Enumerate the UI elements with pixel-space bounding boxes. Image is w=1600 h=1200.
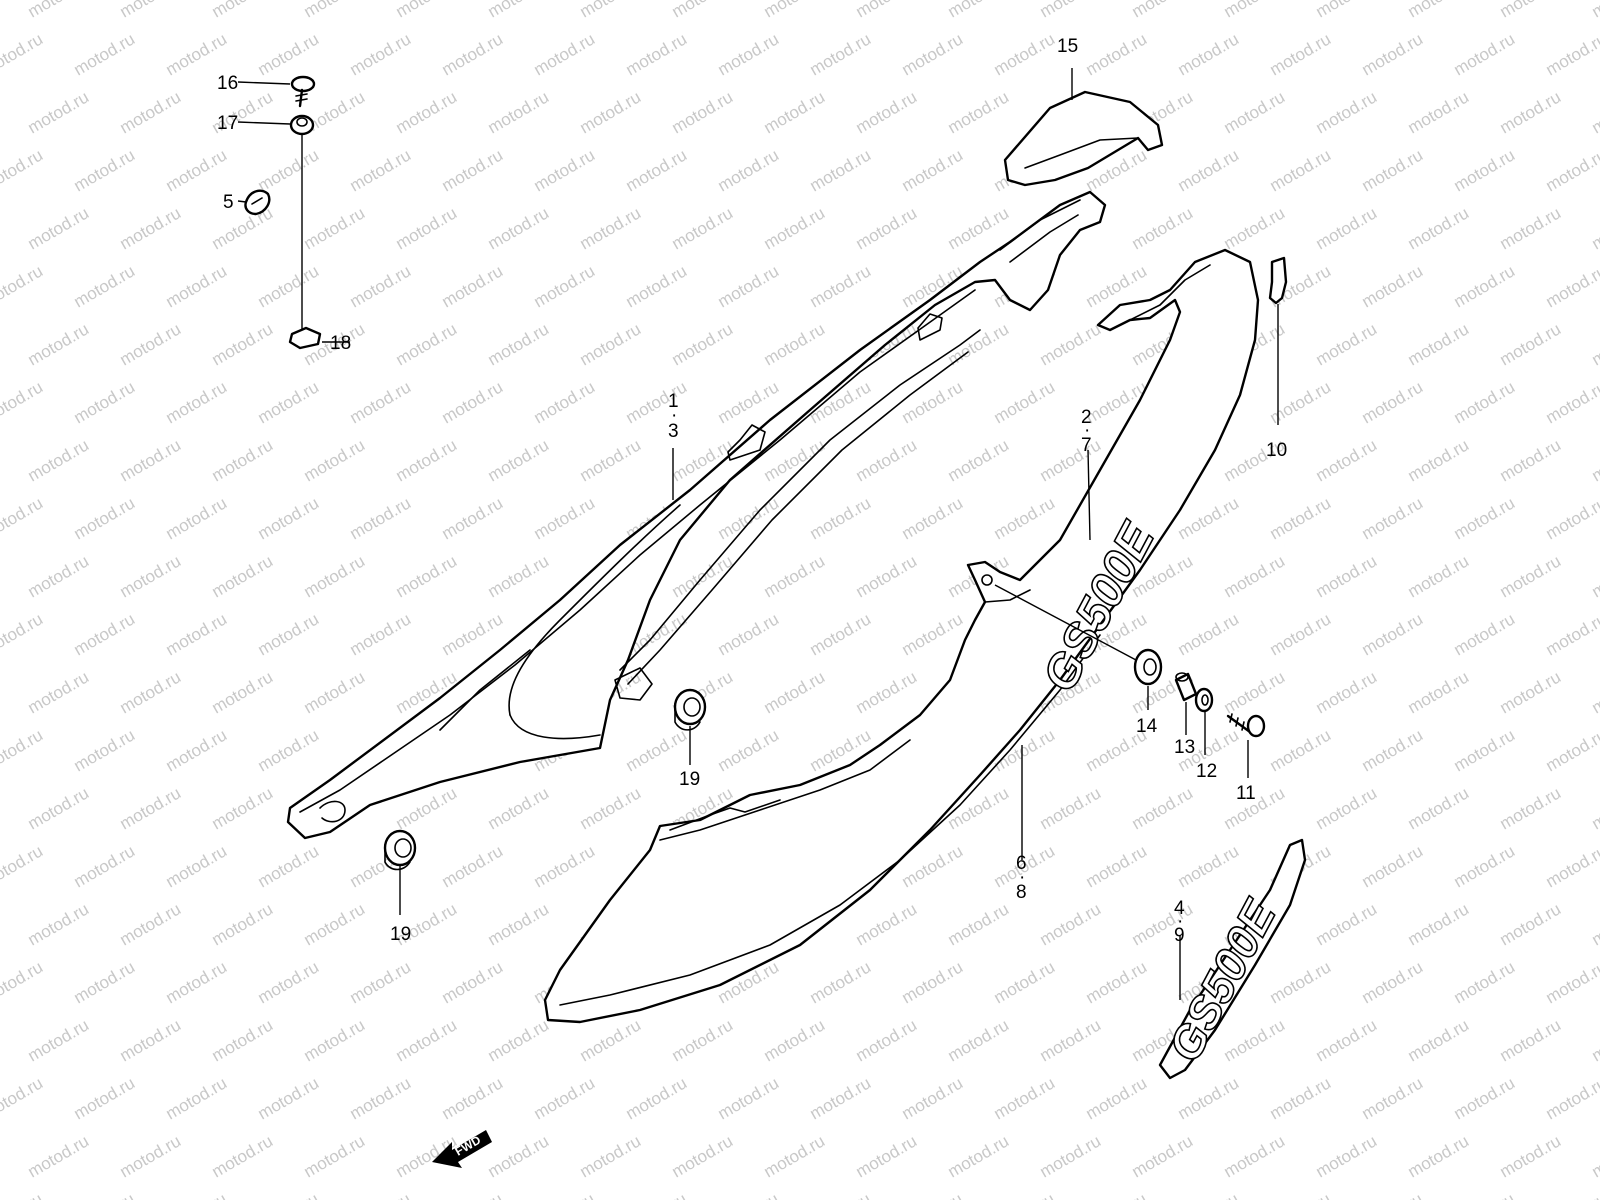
- grommet-part-19a: [673, 688, 707, 731]
- callout-11: 11: [1236, 783, 1256, 804]
- callout-14: 14: [1136, 716, 1158, 737]
- grommet-part-19b: [383, 829, 417, 871]
- collar-part-13: [1174, 672, 1198, 702]
- callout-1: 1: [668, 391, 679, 412]
- screw-part-16: [290, 75, 316, 108]
- nut-part-17: [289, 114, 315, 136]
- callout-16: 16: [217, 73, 238, 94]
- bolt-part-11: [1226, 713, 1266, 738]
- callout-4: 4: [1174, 898, 1185, 919]
- clip-part-10: [1268, 256, 1288, 305]
- fwd-arrow-icon: [432, 1130, 492, 1168]
- callout-2: 2: [1081, 407, 1092, 428]
- grommet-part-14: [1133, 648, 1163, 686]
- nut-plate-part-18: [288, 326, 322, 350]
- callout-dot-4-9: ·: [1177, 911, 1183, 932]
- callout-10: 10: [1266, 440, 1287, 461]
- callout-8: 8: [1016, 882, 1027, 903]
- right-frame-cover: [543, 248, 1260, 1024]
- callout-18: 18: [330, 333, 351, 354]
- callout-dot-6-8: ·: [1019, 867, 1025, 888]
- callout-5: 5: [223, 192, 234, 213]
- left-frame-cover: [286, 190, 1107, 840]
- washer-part-12: [1194, 687, 1214, 713]
- callout-12: 12: [1196, 761, 1217, 782]
- callout-9: 9: [1174, 925, 1185, 946]
- callout-numbers: 15 16 17 5 18 1 3 2 7 10 19 19 14 13 12 …: [217, 36, 1287, 946]
- clip-part-5: [244, 189, 271, 216]
- callout-19a: 19: [679, 769, 700, 790]
- callout-7: 7: [1081, 435, 1092, 456]
- callout-6: 6: [1016, 853, 1027, 874]
- callout-13: 13: [1174, 737, 1195, 758]
- callout-dot-1-3: ·: [671, 405, 677, 426]
- mount-axis-line: [994, 584, 1137, 661]
- callout-15: 15: [1057, 36, 1078, 57]
- callout-dot-2-7: ·: [1084, 420, 1090, 441]
- callout-19b: 19: [390, 924, 411, 945]
- callout-17: 17: [217, 113, 238, 134]
- fwd-marker: FWD: [432, 1130, 492, 1168]
- leader-lines: [237, 68, 1279, 1000]
- callout-3: 3: [668, 421, 679, 442]
- tail-bracket: [1003, 90, 1164, 187]
